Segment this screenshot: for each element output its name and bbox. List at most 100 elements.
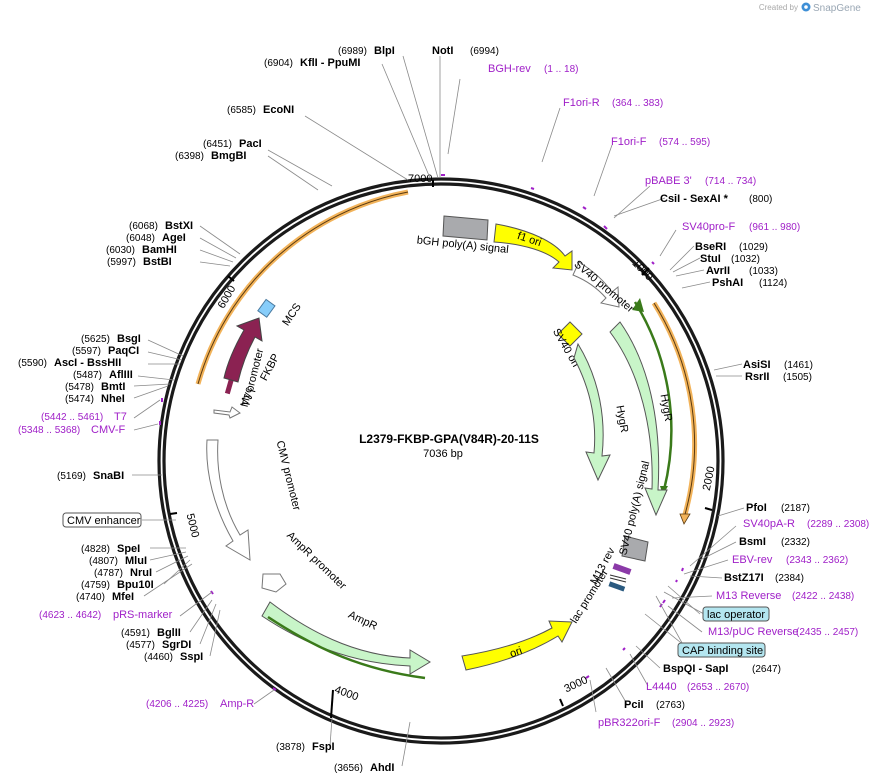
enzyme-bstbi: BstBI (143, 256, 172, 268)
enzyme-bsmi-coord: (2332) (781, 537, 810, 548)
primer-amp-r-coord: (4206 .. 4225) (146, 699, 208, 710)
enzyme-paci-coord: (6451) (203, 139, 232, 150)
feature-m13-rev (612, 563, 632, 575)
primer-m13puc-reverse: M13/pUC Reverse (708, 626, 798, 638)
primer-f1ori-f: F1ori-F (611, 136, 647, 148)
enzyme-sspi-coord: (4460) (144, 652, 173, 663)
created-by-text: Created by (759, 3, 798, 12)
feature-mcs (257, 298, 276, 318)
enzyme-spei-coord: (4828) (81, 544, 110, 555)
enzyme-spei: SpeI (117, 543, 140, 555)
enzyme-stui: StuI (700, 253, 721, 265)
primer-sv40pro-f: SV40pro-F (682, 221, 735, 233)
feature-ampr (261, 601, 431, 675)
label-lac-promoter: lac promoter (568, 567, 611, 625)
enzyme-bsgi: BsgI (117, 333, 141, 345)
primer-t7-coord: (5442 .. 5461) (41, 412, 103, 423)
cmv-enhancer-box (62, 512, 142, 528)
enzyme-asisi: AsiSI (743, 359, 771, 371)
primer-ebv-rev-coord: (2343 .. 2362) (786, 555, 848, 566)
primer-sv40pa-r-coord: (2289 .. 2308) (807, 519, 869, 530)
enzyme-agei-coord: (6048) (126, 233, 155, 244)
enzyme-bstz17i: BstZ17I (724, 572, 764, 584)
primer-pbr322ori-f-coord: (2904 .. 2923) (672, 718, 734, 729)
backbone-outer-ring (157, 177, 725, 745)
feature-sv40-polya (621, 535, 649, 562)
enzyme-sgrdi-coord: (4577) (126, 640, 155, 651)
primer-m13-reverse-coord: (2422 .. 2438) (792, 591, 854, 602)
enzyme-nrui: NruI (130, 567, 152, 579)
feature-myc (224, 377, 235, 395)
enzyme-bspqi-sapi-coord: (2647) (752, 664, 781, 675)
primer-pbabe3-coord: (714 .. 734) (705, 176, 756, 187)
primer-bgh-rev-coord: (1 .. 18) (544, 64, 578, 75)
enzyme-kfli-ppumi: KflI - PpuMI (300, 57, 361, 69)
leader-lines (132, 55, 745, 767)
primer-m13puc-reverse-coord: (2435 .. 2457) (796, 627, 858, 638)
primer-sv40pro-f-coord: (961 .. 980) (749, 222, 800, 233)
primer-m13-reverse: M13 Reverse (716, 590, 781, 602)
lac-operator-label: lac operator (707, 609, 765, 621)
label-ampr: AmpR (346, 609, 379, 633)
tick-5000: 5000 (184, 512, 202, 539)
feature-sv40-ori (557, 321, 583, 347)
plasmid-length: 7036 bp (423, 448, 463, 460)
enzyme-avrii: AvrII (706, 265, 730, 277)
enzyme-bmti: BmtI (101, 381, 125, 393)
enzyme-fspi: FspI (312, 741, 335, 753)
enzyme-snabi: SnaBI (93, 470, 124, 482)
feature-bgh-polya (442, 215, 489, 241)
enzyme-paqci-coord: (5597) (72, 346, 101, 357)
enzyme-bstxi-coord: (6068) (129, 221, 158, 232)
tick-7000: 7000 (408, 173, 432, 185)
enzyme-econi: EcoNI (263, 104, 294, 116)
primer-pbabe3: pBABE 3' (645, 175, 692, 187)
enzyme-bamhi-coord: (6030) (106, 245, 135, 256)
enzyme-kfli-ppumi-coord: (6904) (264, 58, 293, 69)
enzyme-sgrdi: SgrDI (162, 639, 191, 651)
feature-ampr-promoter (261, 573, 287, 593)
enzyme-bglii-coord: (4591) (121, 628, 150, 639)
feature-ori (461, 620, 573, 671)
enzyme-afliii-coord: (5487) (73, 370, 102, 381)
enzyme-ahdi-coord: (3656) (334, 763, 363, 774)
enzyme-afliii: AflIII (109, 369, 133, 381)
label-myc: Myc (239, 385, 256, 408)
feature-arc-green-right (633, 301, 673, 491)
enzyme-nhei-coord: (5474) (65, 394, 94, 405)
enzyme-ahdi: AhdI (370, 762, 394, 774)
primer-bgh-rev: BGH-rev (488, 63, 531, 75)
primer-prs-marker-coord: (4623 .. 4642) (39, 610, 101, 621)
enzyme-pfoi: PfoI (746, 502, 767, 514)
label-mcs: MCS (280, 301, 304, 328)
enzyme-pcii-coord: (2763) (656, 700, 685, 711)
enzyme-bglii: BglII (157, 627, 181, 639)
enzyme-blpi: BlpI (374, 45, 395, 57)
enzyme-mlui: MluI (125, 555, 147, 567)
primer-sv40pa-r: SV40pA-R (743, 518, 795, 530)
cmv-enhancer-label: CMV enhancer (67, 515, 141, 527)
label-ori: ori (508, 645, 524, 660)
label-sv40-promoter: SV40 promoter (572, 258, 637, 315)
enzyme-nhei: NheI (101, 393, 125, 405)
backbone-inner-ring (162, 182, 720, 740)
enzyme-bsgi-coord: (5625) (81, 334, 110, 345)
enzyme-mfei-coord: (4740) (76, 592, 105, 603)
snapgene-logo: Created by SnapGene (759, 2, 861, 14)
enzyme-bmti-coord: (5478) (65, 382, 94, 393)
primer-pbr322ori-f: pBR322ori-F (598, 717, 661, 729)
enzyme-bseri: BseRI (695, 241, 726, 253)
primer-cmv-f-coord: (5348 .. 5368) (18, 425, 80, 436)
primer-f1ori-r-coord: (364 .. 383) (612, 98, 663, 109)
enzyme-bpu10i: Bpu10I (117, 579, 154, 591)
plasmid-name: L2379-FKBP-GPA(V84R)-20-11S (359, 432, 539, 446)
enzyme-nrui-coord: (4787) (94, 568, 123, 579)
cap-binding-site-box (677, 642, 766, 658)
feature-cmv-promoter (206, 439, 251, 561)
enzyme-noti: NotI (432, 45, 453, 57)
enzyme-bsmi: BsmI (739, 536, 766, 548)
primer-marks (159, 174, 684, 691)
feature-f1-ori (493, 223, 573, 271)
primer-ebv-rev: EBV-rev (732, 554, 773, 566)
